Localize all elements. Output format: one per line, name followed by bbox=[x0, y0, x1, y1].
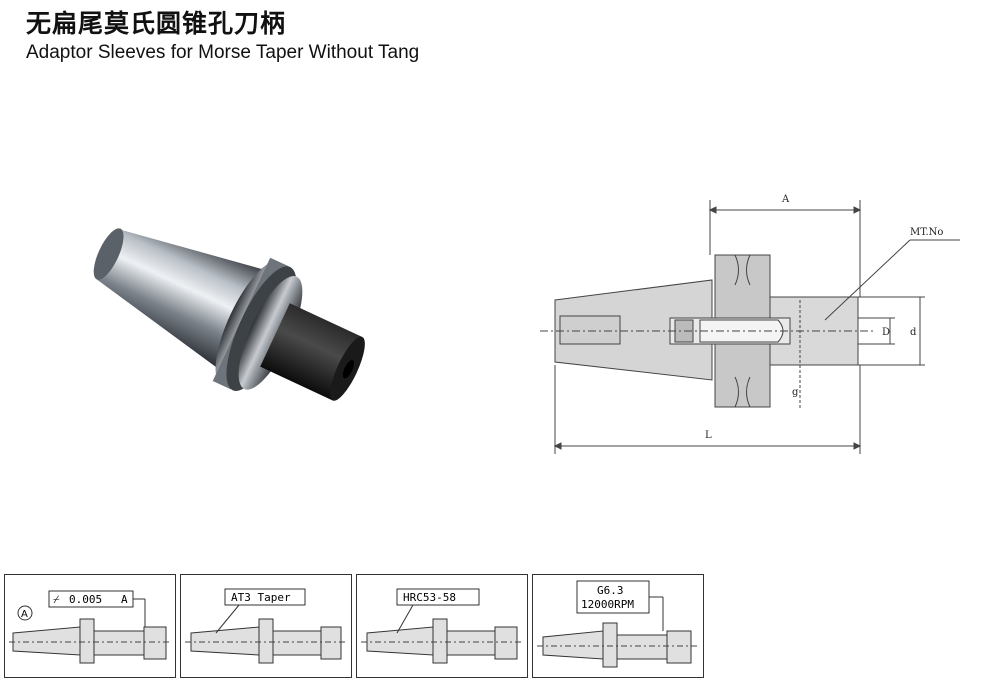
page-title-zh: 无扁尾莫氏圆锥孔刀柄 bbox=[26, 9, 287, 38]
dim-label-d: d bbox=[910, 327, 917, 338]
runout-datum-ref: A bbox=[121, 593, 128, 606]
feature-taper: AT3 Taper bbox=[180, 574, 352, 678]
runout-icon: ⌿ bbox=[53, 593, 60, 606]
feature-runout: A ⌿ 0.005 A bbox=[4, 574, 176, 678]
dim-label-A: A bbox=[781, 194, 790, 205]
taper-label: AT3 Taper bbox=[231, 591, 291, 604]
balance-speed: 12000RPM bbox=[581, 598, 634, 611]
dim-label-g: g bbox=[792, 387, 799, 398]
balance-grade: G6.3 bbox=[597, 584, 624, 597]
page-title-en: Adaptor Sleeves for Morse Taper Without … bbox=[26, 42, 420, 63]
dim-label-mt: MT.No bbox=[910, 227, 943, 238]
product-photo bbox=[93, 228, 365, 401]
runout-tolerance: 0.005 bbox=[69, 593, 102, 606]
dim-label-D: D bbox=[882, 327, 890, 338]
hardness-label: HRC53-58 bbox=[403, 591, 456, 604]
feature-balance: G6.3 12000RPM bbox=[532, 574, 704, 678]
datum-label: A bbox=[21, 609, 28, 620]
dim-label-L: L bbox=[705, 430, 712, 441]
feature-hardness: HRC53-58 bbox=[356, 574, 528, 678]
technical-drawing: A MT.No D d g L bbox=[540, 194, 960, 454]
